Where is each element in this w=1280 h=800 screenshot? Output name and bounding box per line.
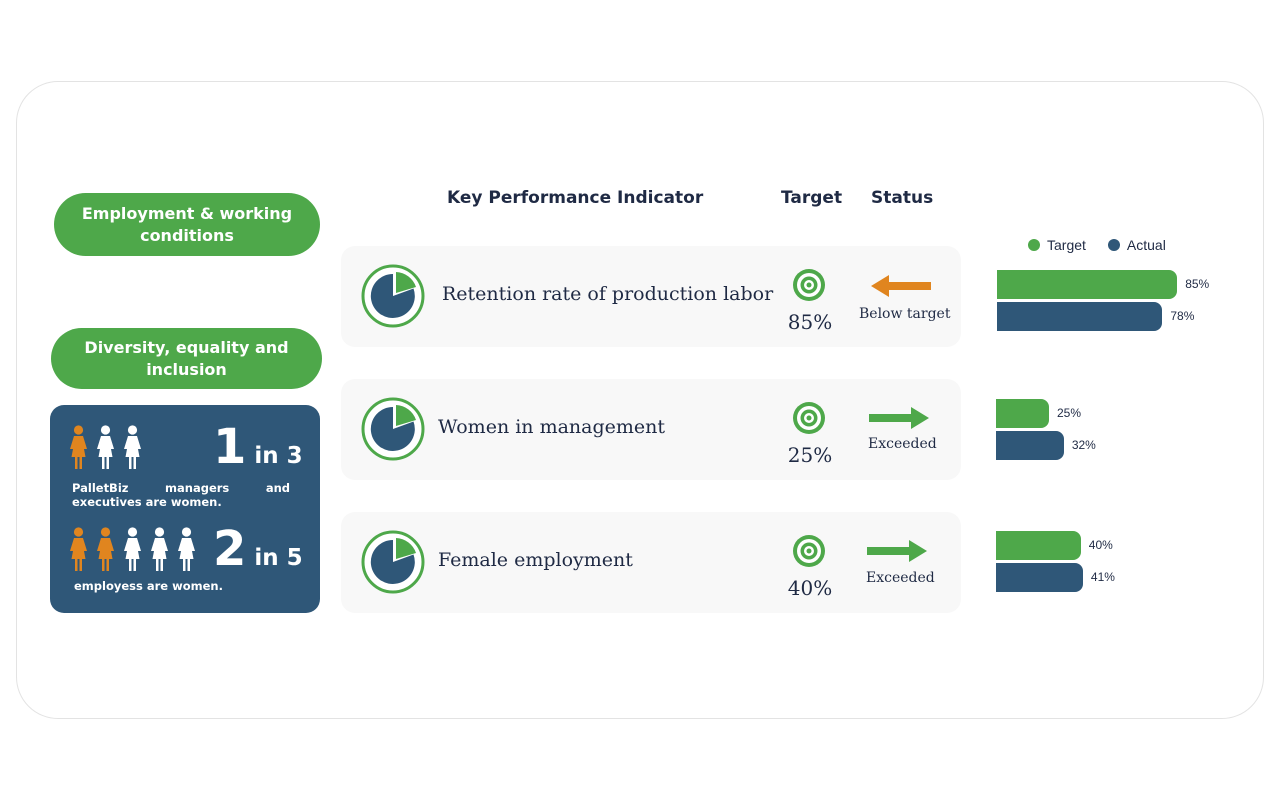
women-employees-people-icons: [66, 527, 199, 572]
bar-value-label: 85%: [1185, 277, 1210, 291]
arrow-left-icon: [871, 275, 931, 297]
bar-actual-1: [997, 302, 1163, 331]
diversity-stats-panel: 1 in 3 PalletBiz managers and executives…: [50, 405, 320, 613]
kpi-row: Women in management 25% Exceeded: [341, 379, 961, 480]
status-label: Exceeded: [866, 570, 935, 586]
diversity-section-pill: Diversity, equality and inclusion: [51, 328, 322, 389]
woman-icon: [147, 527, 172, 572]
legend-item-actual: Actual: [1107, 237, 1166, 253]
kpi-label: Female employment: [438, 549, 633, 571]
diversity-section-title: Diversity, equality and inclusion: [84, 337, 289, 379]
employment-section-title: Employment & working conditions: [81, 203, 293, 245]
legend-item-target: Target: [1028, 237, 1086, 253]
woman-icon: [120, 425, 145, 470]
employees-caption: employess are women.: [74, 579, 223, 593]
bar-value-label: 25%: [1057, 406, 1082, 420]
employees-ratio: 2 in 5: [213, 525, 303, 573]
target-value: 40%: [787, 576, 833, 600]
target-column-header: Target: [781, 188, 843, 208]
target-value: 85%: [787, 310, 833, 334]
legend-dot-target: [1028, 239, 1040, 251]
arrow-right-icon: [869, 407, 929, 429]
managers-caption: PalletBiz managers and executives are wo…: [72, 481, 290, 509]
woman-icon: [120, 527, 145, 572]
chart-legend: Target Actual: [1028, 237, 1166, 253]
target-value: 25%: [787, 443, 833, 467]
legend-label-actual: Actual: [1126, 237, 1166, 253]
legend-label-target: Target: [1047, 237, 1086, 253]
kpi-row: Female employment 40% Exceeded: [341, 512, 961, 613]
status-label: Below target: [859, 306, 951, 322]
bar-value-label: 40%: [1088, 538, 1113, 552]
status-label: Exceeded: [868, 436, 937, 452]
women-managers-people-icons: [66, 425, 145, 470]
employees-ratio-suffix: in 5: [254, 545, 303, 571]
target-icon: [793, 269, 825, 301]
employees-ratio-number: 2: [213, 521, 247, 577]
bar-target-3: [996, 531, 1081, 560]
kpi-label: Women in management: [438, 416, 666, 438]
bar-value-label: 41%: [1090, 570, 1115, 584]
woman-icon: [93, 425, 118, 470]
bar-actual-2: [996, 431, 1064, 460]
arrow-right-icon: [867, 540, 927, 562]
bar-value-label: 32%: [1071, 438, 1096, 452]
bar-actual-3: [996, 563, 1083, 592]
woman-icon: [174, 527, 199, 572]
pie-chart-icon: [361, 264, 425, 328]
target-icon: [793, 402, 825, 434]
pie-chart-icon: [361, 530, 425, 594]
kpi-label: Retention rate of production labor: [442, 283, 774, 305]
kpi-column-header: Key Performance Indicator: [447, 188, 704, 208]
pie-chart-icon: [361, 397, 425, 461]
bar-value-label: 78%: [1170, 309, 1195, 323]
managers-ratio-number: 1: [213, 419, 247, 475]
woman-icon-highlighted: [93, 527, 118, 572]
managers-ratio: 1 in 3: [213, 423, 303, 471]
woman-icon-highlighted: [66, 425, 91, 470]
woman-icon-highlighted: [66, 527, 91, 572]
employment-section-pill: Employment & working conditions: [54, 193, 320, 256]
bar-target-2: [996, 399, 1049, 428]
bar-target-1: [997, 270, 1178, 299]
target-icon: [793, 535, 825, 567]
legend-dot-actual: [1107, 239, 1120, 251]
status-column-header: Status: [871, 188, 934, 208]
managers-ratio-suffix: in 3: [254, 443, 303, 469]
kpi-row: Retention rate of production labor 85% B…: [341, 246, 961, 347]
